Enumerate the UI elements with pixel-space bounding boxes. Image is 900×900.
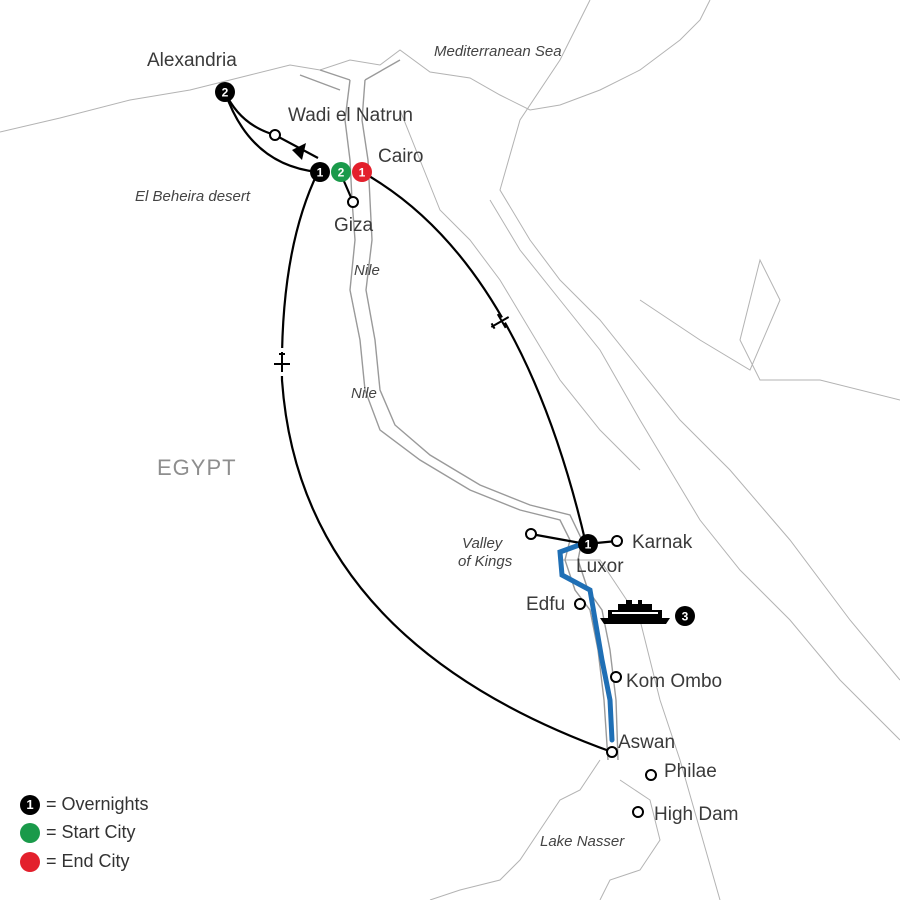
red-sea-coast <box>489 199 900 741</box>
label-edfu: Edfu <box>526 594 566 615</box>
stop-circle-icon <box>347 196 359 208</box>
label-lake-nasser: Lake Nasser <box>540 833 625 850</box>
cruise-ship-icon <box>600 600 670 624</box>
coastline <box>0 0 711 133</box>
label-cairo: Cairo <box>378 146 424 167</box>
nile-cruise-route <box>557 541 615 743</box>
stop-circle-icon <box>632 806 644 818</box>
svg-text:2: 2 <box>222 86 229 100</box>
nile-east-bank <box>361 79 619 761</box>
label-aswan: Aswan <box>618 732 676 753</box>
label-alexandria: Alexandria <box>147 50 237 71</box>
aqaba-coast <box>639 258 900 401</box>
svg-text:3: 3 <box>682 610 689 624</box>
route-cairo-alexandria-north <box>223 91 319 174</box>
stop-markers <box>269 129 657 818</box>
route-arrow <box>292 143 306 160</box>
label-el-beheira-desert: El Beheira desert <box>135 188 251 205</box>
badge-cruise: 3 <box>675 606 695 626</box>
badge-luxor: 1 <box>578 534 598 554</box>
label-high-dam: High Dam <box>654 804 739 825</box>
legend-start-city-icon <box>20 822 40 843</box>
airplane-icon <box>486 312 514 332</box>
label-giza: Giza <box>334 215 374 236</box>
legend-overnights-label: = Overnights <box>46 794 149 814</box>
legend-overnights-icon: 1 <box>20 794 40 815</box>
suez-gulf <box>399 109 641 471</box>
svg-text:1: 1 <box>317 166 324 180</box>
label-mediterranean: Mediterranean Sea <box>434 43 562 60</box>
stop-circle-icon <box>269 129 281 141</box>
sinai-border <box>499 0 900 681</box>
svg-text:2: 2 <box>338 166 345 180</box>
svg-text:1: 1 <box>585 538 592 552</box>
label-nile-south: Nile <box>351 385 377 402</box>
legend-start-city: = Start City <box>20 822 136 843</box>
label-nile-north: Nile <box>354 262 380 279</box>
legend-end-city-label: = End City <box>46 851 130 871</box>
stop-circle-icon <box>645 769 657 781</box>
nile-west-bank <box>344 79 609 761</box>
badge-cairo-overnight: 1 <box>310 162 330 182</box>
flight-cairo-luxor <box>361 171 588 545</box>
stop-circle-icon <box>606 746 618 758</box>
west-border <box>560 559 721 900</box>
stop-circle-icon <box>574 598 586 610</box>
label-egypt: EGYPT <box>157 455 237 480</box>
label-kom-ombo: Kom Ombo <box>626 671 723 692</box>
label-luxor: Luxor <box>576 556 624 577</box>
badge-cairo-end: 1 <box>352 162 372 182</box>
label-philae: Philae <box>664 761 717 782</box>
stop-circle-icon <box>525 528 537 540</box>
legend-start-city-label: = Start City <box>46 822 136 842</box>
legend-end-city: = End City <box>20 851 130 872</box>
label-valley-of-kings-1: Valley <box>462 535 503 552</box>
label-karnak: Karnak <box>632 532 693 553</box>
label-valley-of-kings-2: of Kings <box>458 553 513 570</box>
svg-text:1: 1 <box>359 166 366 180</box>
flight-aswan-cairo <box>280 171 613 754</box>
legend-overnights: 1 = Overnights <box>20 794 149 815</box>
badge-cairo-start: 2 <box>331 162 351 182</box>
airplane-icon <box>274 348 290 376</box>
flight-routes <box>280 171 613 754</box>
badge-alexandria: 2 <box>215 82 235 102</box>
label-wadi-el-natrun: Wadi el Natrun <box>288 105 413 126</box>
route-valley-luxor <box>530 532 587 546</box>
stop-circle-icon <box>610 671 622 683</box>
nile-delta <box>299 59 401 91</box>
legend-end-city-icon <box>20 851 40 872</box>
stop-circle-icon <box>611 535 623 547</box>
lake-nasser-shore <box>429 759 661 900</box>
